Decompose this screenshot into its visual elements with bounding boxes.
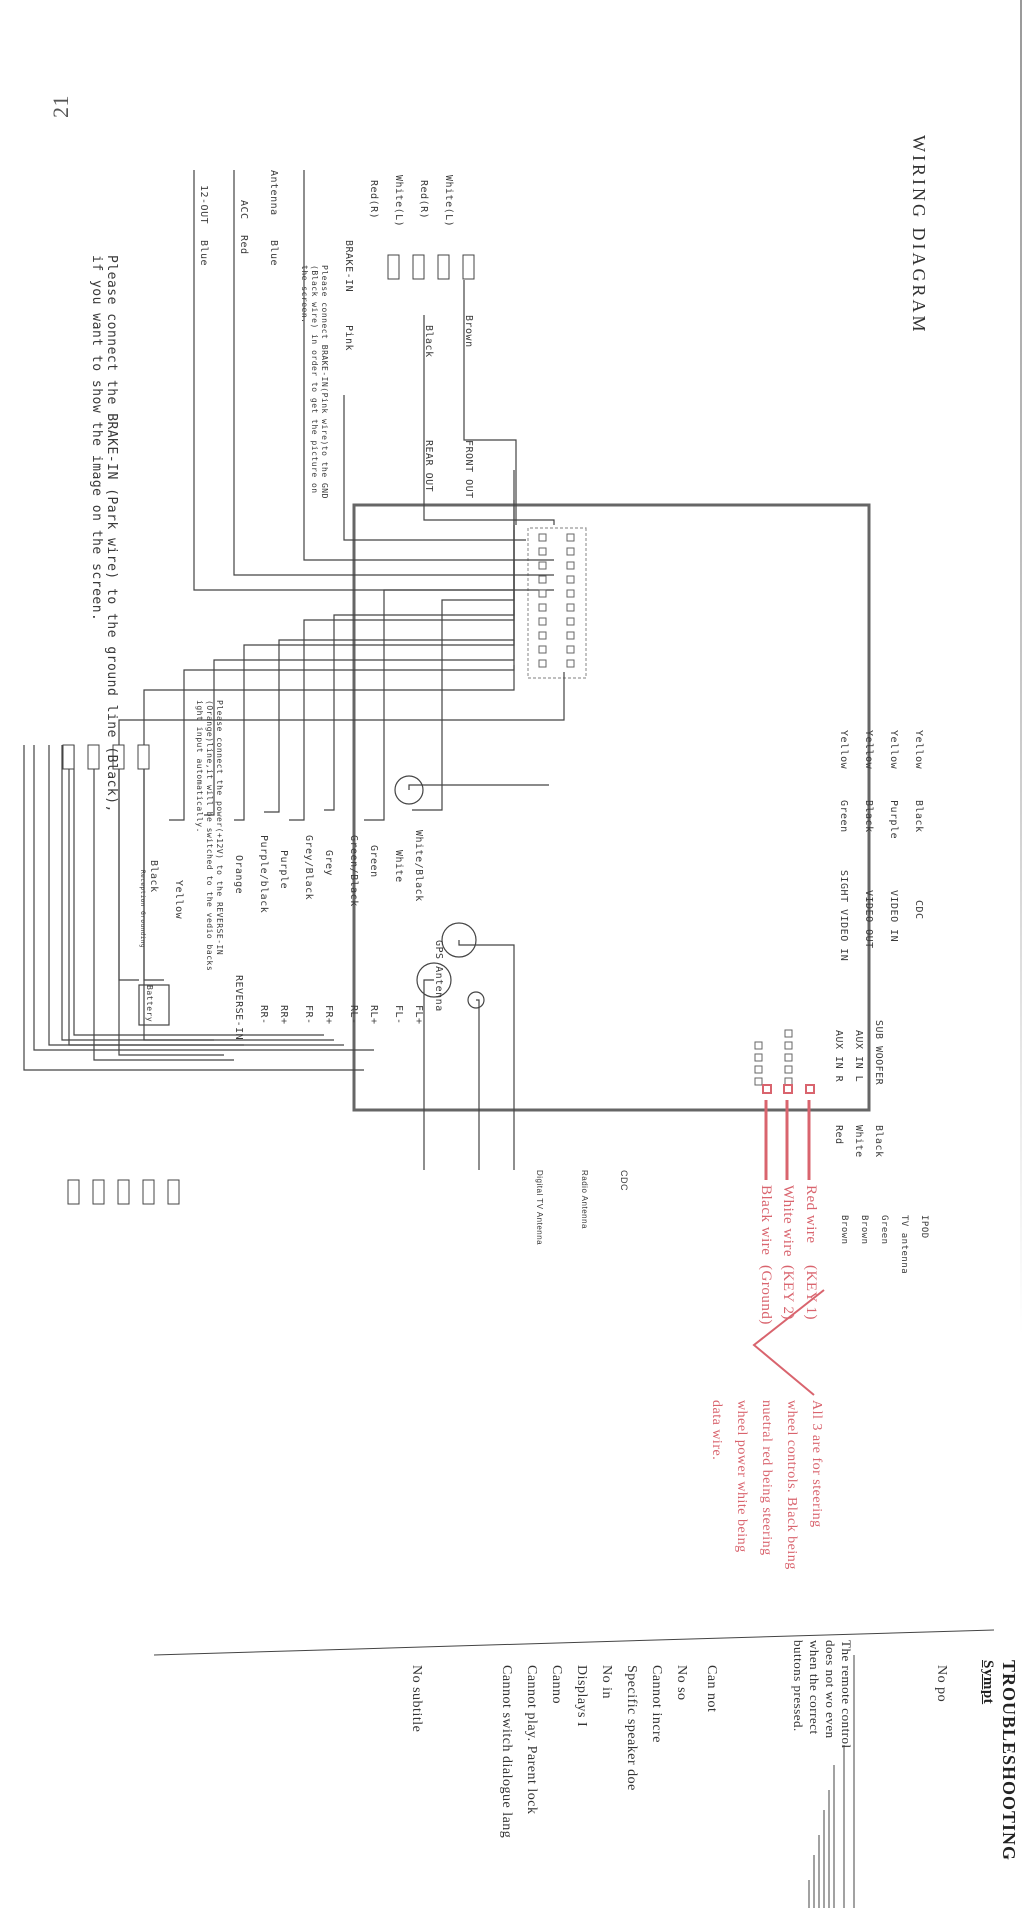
ground-wire-color: Black: [148, 860, 159, 893]
acc-wire-color: Red: [238, 235, 249, 255]
rca-front-right-label: Red(R): [418, 180, 429, 220]
video-in-label: VIDEO IN: [888, 890, 899, 943]
aux-in-l-label: AUX IN L: [853, 1030, 864, 1083]
black-wire-label: Black wire: [758, 1185, 774, 1256]
trouble-row: Canno: [549, 1665, 564, 1705]
brake-in-label: BRAKE-IN: [343, 240, 354, 293]
trouble-row: Can not: [704, 1665, 719, 1713]
rca-rear-right-label: Red(R): [368, 180, 379, 220]
aux-in-r-wire: Red: [833, 1125, 844, 1145]
trouble-row: No in: [599, 1665, 614, 1699]
12-out-wire-color: Blue: [198, 240, 209, 267]
cdc-antenna-label: CDC: [619, 1170, 629, 1191]
trouble-row: Cannot incre: [649, 1665, 664, 1743]
speaker-rl-pos-wire: Green: [368, 845, 379, 878]
video-in-plug: Yellow: [888, 730, 899, 770]
reverse-note-1: Please connect the power(+12V) to the RE…: [215, 700, 224, 956]
reverse-note-3: ight input automatically.: [195, 700, 204, 833]
video-in-wire: Purple: [888, 800, 899, 840]
ipod-plug-label: IPOD: [919, 1215, 929, 1239]
sight-video-label: SIGHT VIDEO IN: [838, 870, 849, 962]
troubleshooting-column-header: Sympt: [980, 1660, 996, 1705]
gps-antenna-label: GPS Antenna: [433, 940, 444, 1012]
speaker-fl-neg: FL-: [393, 1005, 404, 1025]
brake-note-1: Please connect BRAKE-IN(Pink wire)to the…: [320, 265, 329, 499]
brake-wire-color: Pink: [343, 325, 354, 352]
video-out-plug: Yellow: [863, 730, 874, 770]
brake-note-3: the screen.: [300, 265, 309, 324]
video-out-label: VIDEO OUT: [863, 890, 874, 949]
trouble-row: No po: [934, 1665, 949, 1703]
video-cdc-plug: Yellow: [913, 730, 924, 770]
rca-front-left-label: White(L): [443, 175, 454, 228]
trouble-row: Cannot play. Parent lock: [524, 1665, 539, 1815]
speaker-rl-neg: RL-: [348, 1005, 359, 1025]
troubleshooting-title: TROUBLESHOOTING: [999, 1660, 1019, 1862]
acc-label: ACC: [238, 200, 249, 220]
subwoofer-plug-color: Green: [879, 1215, 889, 1245]
steering-note-5: data wire.: [709, 1400, 724, 1461]
radio-antenna-label: Radio Antenna: [580, 1170, 589, 1229]
speaker-rr-pos-wire: Purple: [278, 850, 289, 890]
rca-rear-left-label: White(L): [393, 175, 404, 228]
video-out-wire: Black: [863, 800, 874, 833]
battery-label: Battery: [145, 985, 154, 1023]
front-out-wire-color: Brown: [463, 315, 474, 348]
trouble-row: Displays I: [574, 1665, 589, 1728]
trouble-row: Cannot switch dialogue lang: [499, 1665, 514, 1839]
red-wire-key: (KEY 1): [803, 1265, 819, 1321]
footer-note-line1: Please connect the BRAKE-IN (Park wire) …: [104, 255, 119, 813]
speaker-fr-neg-wire: Grey/Black: [303, 835, 314, 901]
sight-video-wire: Green: [838, 800, 849, 833]
digital-tv-antenna-label: Digital TV Antenna: [535, 1170, 544, 1246]
speaker-rr-pos: RR+: [278, 1005, 289, 1025]
tv-antenna-plug-label: TV antenna: [899, 1215, 909, 1275]
white-wire-key: (KEY 2): [780, 1265, 796, 1321]
reverse-wire-color: Orange: [233, 855, 244, 895]
steering-note-3: nuetral red being steering: [759, 1400, 774, 1556]
subwoofer-wire: Black: [873, 1125, 884, 1158]
steering-note-4: wheel power white being: [734, 1400, 749, 1553]
sight-video-plug: Yellow: [838, 730, 849, 770]
rear-out-wire-color: Black: [423, 325, 434, 358]
speaker-rr-neg-wire: Purple/black: [258, 835, 269, 914]
steering-note-1: All 3 are for steering: [809, 1400, 824, 1528]
aux-r-plug-color: Brown: [839, 1215, 849, 1245]
speaker-rr-neg: RR-: [258, 1005, 269, 1025]
subwoofer-label: SUB WOOFER: [873, 1020, 884, 1086]
antenna-label: Antenna: [268, 170, 279, 216]
aux-l-plug-color: Brown: [859, 1215, 869, 1245]
12-out-label: 12-OUT: [198, 185, 209, 225]
video-cdc-label: CDC: [913, 900, 924, 920]
antenna-wire-color: Blue: [268, 240, 279, 267]
steering-note-2: wheel controls. Black being: [784, 1400, 799, 1570]
trouble-row: No subtitle: [409, 1665, 424, 1733]
footer-note-line2: if you want to show the image on the scr…: [89, 255, 104, 622]
speaker-fl-neg-wire: White: [393, 850, 404, 883]
video-cdc-wire: Black: [913, 800, 924, 833]
reception-grounding-label: Reception Grounding: [139, 870, 146, 949]
speaker-rl-neg-wire: Green/Black: [348, 835, 359, 907]
rear-out-label: REAR OUT: [423, 440, 434, 493]
speaker-rl-pos: RL+: [368, 1005, 379, 1025]
red-wire-label: Red wire: [803, 1185, 819, 1244]
brake-note-2: (Black wire) in order to get the picture…: [310, 265, 319, 494]
reverse-in-label: REVERSE-IN: [233, 975, 244, 1041]
aux-in-r-label: AUX IN R: [833, 1030, 844, 1083]
reverse-note-2: (Orange)line,it will be switched to the …: [205, 700, 214, 972]
black-wire-key: (Ground): [758, 1265, 774, 1325]
speaker-fr-neg: FR-: [303, 1005, 314, 1025]
white-wire-label: White wire: [780, 1185, 796, 1258]
battery-positive-wire: Yellow: [173, 880, 184, 920]
speaker-fr-pos: FR+: [323, 1005, 334, 1025]
aux-in-l-wire: White: [853, 1125, 864, 1158]
front-out-label: FRONT OUT: [463, 440, 474, 499]
speaker-fl-pos: FL+: [413, 1005, 424, 1025]
trouble-row: No so: [674, 1665, 689, 1701]
trouble-row: Specific speaker doe: [624, 1665, 639, 1791]
trouble-row: The remote control does not wo even when…: [791, 1640, 854, 1749]
speaker-fl-pos-wire: White/Black: [413, 830, 424, 902]
speaker-fr-pos-wire: Grey: [323, 850, 334, 877]
